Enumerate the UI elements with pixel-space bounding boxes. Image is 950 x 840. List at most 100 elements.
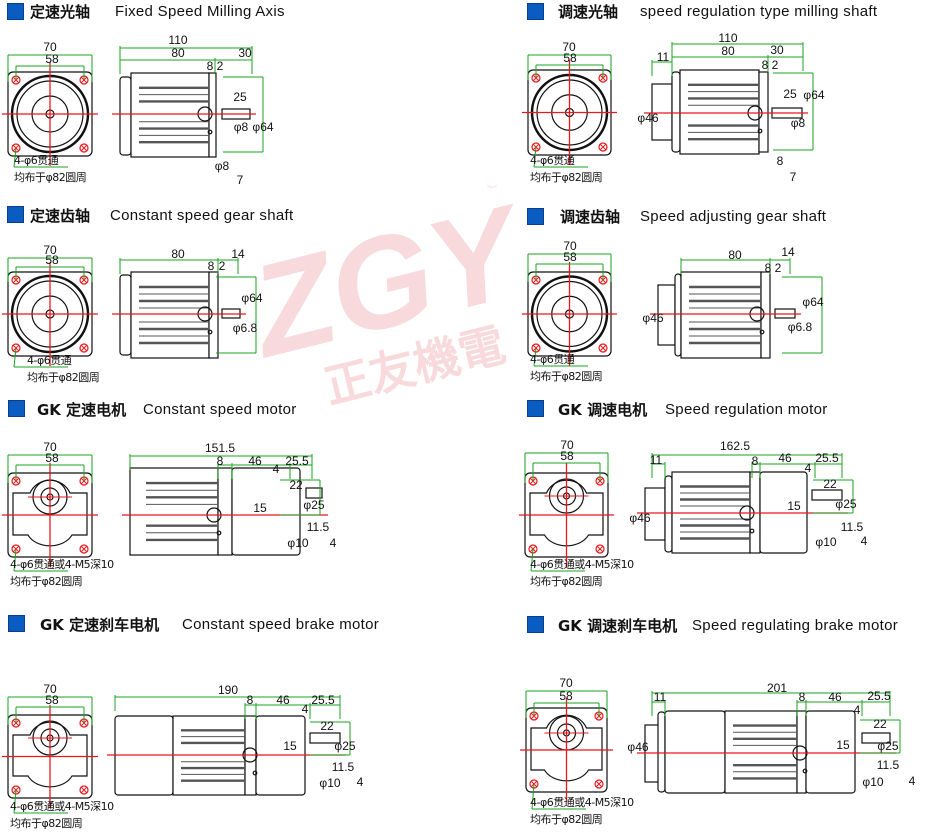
- side-dim-label: 2: [218, 259, 226, 273]
- gearbox-face-outline: [530, 714, 603, 782]
- mounting-hole-mark: [12, 786, 20, 794]
- side-dim-label: 8: [776, 154, 784, 168]
- side-dim-label: 11: [653, 690, 667, 704]
- note-leader: [13, 548, 17, 572]
- mounting-hole-icon: [79, 785, 89, 795]
- side-dim-label: 25.5: [285, 454, 309, 468]
- mounting-hole-note: 4-φ6贯通或4-M5深10: [530, 796, 634, 809]
- side-dim-label: φ25: [334, 739, 356, 753]
- side-body: [130, 72, 210, 158]
- mounting-hole-icon: [79, 343, 89, 353]
- dim-label-width: 70: [43, 243, 57, 257]
- output-shaft: [305, 487, 323, 499]
- side-dim-label: φ64: [802, 295, 824, 309]
- screw-icon: [252, 770, 258, 776]
- side-dim-label: φ8: [214, 159, 230, 173]
- bolt-circle-note: 均布于φ82圆周: [14, 171, 87, 184]
- side-dim-label: φ64: [803, 88, 825, 102]
- side-body: [680, 271, 762, 359]
- section-title-en: Fixed Speed Milling Axis: [115, 3, 285, 20]
- side-dim-label: 22: [289, 478, 303, 492]
- output-shaft: [861, 732, 891, 744]
- side-dim-label: 7: [789, 170, 797, 184]
- side-dim-label: 46: [248, 454, 262, 468]
- section-title-en: Constant speed motor: [143, 401, 297, 418]
- side-dim-label: 4: [860, 534, 868, 548]
- side-dim-label: 8: [206, 59, 214, 73]
- mounting-hole-icon: [79, 544, 89, 554]
- side-cap: [674, 273, 682, 357]
- side-dim-label: φ46: [627, 740, 649, 754]
- side-dim-label: φ10: [319, 776, 341, 790]
- side-dim-label: 4: [356, 775, 364, 789]
- dim-label-width: 70: [560, 438, 574, 452]
- bolt-circle-note: 均布于φ82圆周: [530, 575, 603, 588]
- note-leader: [533, 146, 537, 168]
- mounting-hole-icon: [594, 779, 604, 789]
- side-dim-label: φ25: [877, 739, 899, 753]
- note-leader: [531, 783, 535, 810]
- section-bullet-icon: [527, 208, 544, 225]
- side-dim-label: 25: [783, 87, 797, 101]
- side-dim-label: 190: [217, 683, 239, 697]
- section-title-en: Constant speed brake motor: [182, 616, 380, 633]
- side-dim-label: φ46: [637, 111, 659, 125]
- mounting-hole-icon: [595, 544, 605, 554]
- side-dim-label: 110: [718, 31, 738, 45]
- section-title-cn: 定速齿轴: [30, 207, 91, 225]
- mounting-hole-note: 4-φ6贯通: [530, 154, 575, 167]
- side-dim-label: φ64: [241, 291, 263, 305]
- side-dim-label: φ25: [835, 497, 857, 511]
- screw-icon: [207, 329, 213, 335]
- mounting-hole-mark: [595, 780, 603, 788]
- mounting-hole-icon: [598, 343, 608, 353]
- side-ring: [796, 710, 807, 794]
- dim-label-bolt-spacing: 58: [45, 253, 59, 267]
- side-dim-label: 8: [246, 693, 254, 707]
- side-flange: [758, 71, 769, 153]
- section-bullet-icon: [527, 616, 544, 633]
- note-leader: [533, 347, 537, 367]
- side-cap: [664, 475, 673, 553]
- side-dim-label: 46: [778, 451, 792, 465]
- mounting-hole-note: 4-φ6贯通或4-M5深10: [10, 558, 114, 571]
- side-dim-label: 14: [231, 247, 245, 261]
- side-dim-label: φ8: [233, 120, 249, 134]
- side-dim-label: 110: [168, 33, 188, 47]
- dim-label-bolt-spacing: 58: [560, 449, 574, 463]
- section-bullet-icon: [527, 3, 544, 20]
- side-dim-label: φ10: [287, 536, 309, 550]
- side-body: [679, 69, 760, 155]
- dim-label-width: 70: [562, 40, 576, 54]
- side-dim-label: 8: [798, 690, 806, 704]
- side-dim-label: 8: [764, 261, 772, 275]
- side-dim-label: φ10: [815, 535, 837, 549]
- dim-label-width: 70: [43, 40, 57, 54]
- mounting-hole-note: 4-φ6贯通: [14, 154, 59, 167]
- dim-label-bolt-spacing: 58: [559, 689, 573, 703]
- side-dim-label: 30: [770, 43, 784, 57]
- side-cap: [657, 711, 666, 793]
- output-shaft: [309, 732, 341, 744]
- bolt-circle-note: 均布于φ82圆周: [530, 370, 603, 383]
- side-body: [130, 271, 210, 359]
- side-body: [724, 710, 798, 794]
- side-flange: [208, 271, 219, 359]
- side-dim-label: 11.5: [306, 520, 330, 534]
- bolt-circle-note: 均布于φ82圆周: [530, 171, 603, 184]
- section-title-en: speed regulation type milling shaft: [640, 3, 878, 20]
- side-dim-label: 80: [171, 247, 185, 261]
- side-dim-label: 14: [781, 245, 795, 259]
- mounting-hole-note: 4-φ6贯通: [530, 353, 575, 366]
- side-dim-label: 15: [836, 738, 850, 752]
- side-dim-label: 151.5: [204, 441, 236, 455]
- side-dim-label: 11: [656, 50, 670, 64]
- section-title-cn: 定速光轴: [30, 3, 91, 21]
- bolt-circle-note: 均布于φ82圆周: [10, 575, 83, 588]
- dim-label-width: 70: [563, 239, 577, 253]
- side-dim-label: 11.5: [331, 760, 355, 774]
- note-leader: [13, 147, 17, 168]
- side-dim-label: 4: [908, 774, 916, 788]
- note-leader: [13, 347, 17, 368]
